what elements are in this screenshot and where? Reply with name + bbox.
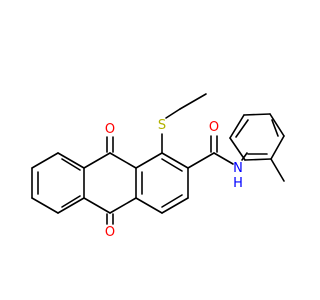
bond (243, 113, 271, 116)
bond (269, 113, 285, 137)
aromatic-inner-bond (161, 158, 183, 172)
bond (165, 108, 181, 119)
bond (270, 135, 285, 160)
bond (213, 152, 234, 165)
bond (161, 152, 189, 169)
oxygen-atom-bottom: O (105, 225, 115, 240)
oxygen-atom-top: O (105, 122, 115, 137)
sulfur-atom: S (158, 118, 166, 133)
aromatic-inner-bond (271, 119, 279, 137)
molecule-structure: O O S O N H (31, 93, 285, 240)
bond (83, 197, 111, 214)
bond (83, 152, 111, 169)
bond (179, 93, 207, 110)
bond (161, 197, 189, 214)
bond (229, 114, 245, 139)
bond (31, 197, 59, 214)
bond (31, 152, 59, 169)
bond (270, 158, 285, 182)
aromatic-inner-bond (235, 119, 249, 138)
bond (57, 152, 85, 169)
bond (229, 137, 246, 161)
aromatic-inner-bond (61, 158, 81, 171)
bond (187, 152, 215, 169)
bond (135, 152, 163, 169)
skeletal-bonds (31, 93, 285, 225)
amide-hydrogen-atom: H (233, 176, 243, 191)
bond (109, 197, 137, 214)
aromatic-inner-bond (61, 195, 81, 208)
amide-oxygen-atom: O (209, 120, 219, 135)
bond (57, 197, 85, 214)
amide-nitrogen-atom: N (233, 161, 243, 176)
bond (244, 158, 272, 161)
aromatic-inner-bond (161, 194, 183, 208)
bond (241, 152, 248, 161)
bond (109, 152, 137, 169)
bond (135, 197, 163, 214)
